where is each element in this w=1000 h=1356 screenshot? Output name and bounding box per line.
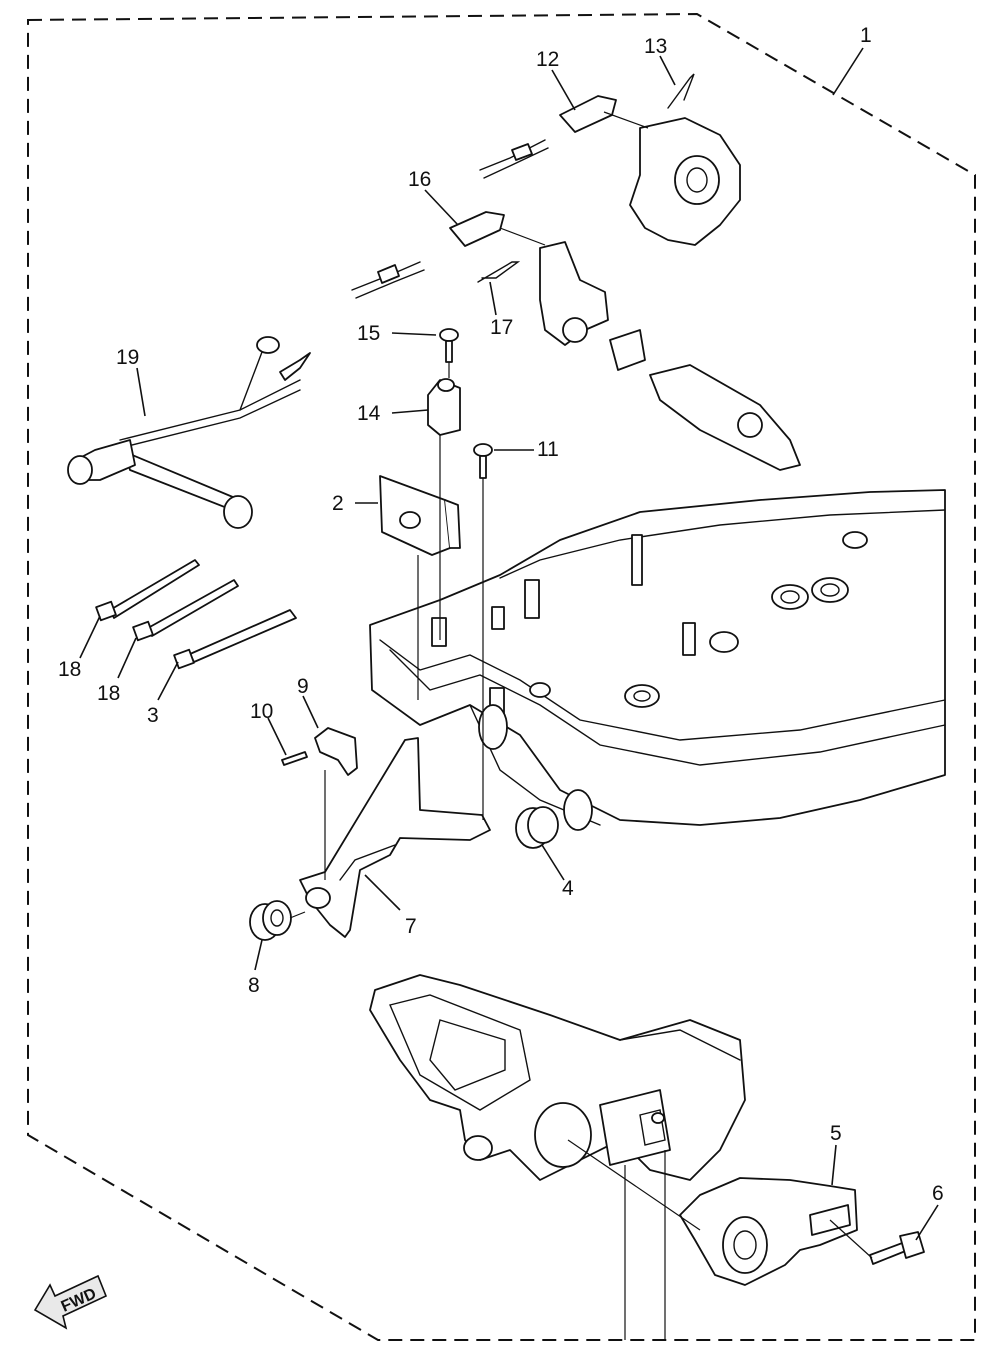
- part-8-grommet: [249, 900, 292, 941]
- callout-14: 14: [357, 402, 381, 425]
- assembly-boundary: [27, 12, 976, 1341]
- part-19-wire-harness: [67, 336, 311, 529]
- throttle-cam: [629, 117, 741, 246]
- callout-10: 10: [250, 700, 273, 723]
- part-14-clamp: [427, 378, 461, 436]
- callout-18-b: 18: [97, 682, 120, 705]
- callout-16: 16: [408, 168, 431, 191]
- part-5-clamp-bracket: [679, 1177, 858, 1286]
- part-7-bracket-plate: [299, 737, 491, 938]
- part-18-cable-tie-b: [132, 579, 239, 642]
- callout-15: 15: [357, 322, 380, 345]
- callout-8: 8: [248, 974, 260, 997]
- assembly-lines: [289, 111, 873, 1340]
- callout-2: 2: [332, 492, 344, 515]
- callout-6: 6: [932, 1182, 944, 1205]
- part-6-bolt: [869, 1231, 925, 1265]
- part-2-cover-block: [379, 475, 461, 556]
- callout-13: 13: [644, 35, 667, 58]
- callout-5: 5: [830, 1122, 842, 1145]
- part-10-pin: [281, 751, 308, 766]
- part-13-clip: [667, 73, 695, 109]
- callout-18-a: 18: [58, 658, 81, 681]
- callout-17: 17: [490, 316, 513, 339]
- shift-lever-assembly: [539, 241, 801, 471]
- bottom-cowling: [369, 489, 946, 831]
- callout-9: 9: [297, 675, 309, 698]
- callout-11: 11: [537, 438, 559, 461]
- callout-1: 1: [860, 24, 872, 47]
- callout-labels: 1 2 3 4 5 6 7 8 9 10 11 12 13 14 15 16 1…: [58, 24, 944, 1205]
- part-18-cable-tie-a: [95, 559, 200, 622]
- callout-4: 4: [562, 877, 574, 900]
- callout-3: 3: [147, 704, 159, 727]
- part-12-cable-joint: [479, 95, 617, 179]
- callout-12: 12: [536, 48, 559, 71]
- leader-lines: [79, 47, 939, 1241]
- fwd-arrow-icon: FWD: [33, 1274, 108, 1330]
- part-9-clip: [314, 727, 358, 776]
- callout-7: 7: [405, 915, 417, 938]
- part-15-screw: [439, 328, 459, 363]
- part-16-cable-joint: [351, 211, 505, 299]
- lower-mount-bracket: [369, 974, 746, 1181]
- part-11-screw: [473, 443, 493, 479]
- part-3-cable-tie: [173, 609, 297, 670]
- callout-19: 19: [116, 346, 139, 369]
- part-17-clip: [477, 261, 521, 283]
- part-4-grommet: [515, 806, 559, 849]
